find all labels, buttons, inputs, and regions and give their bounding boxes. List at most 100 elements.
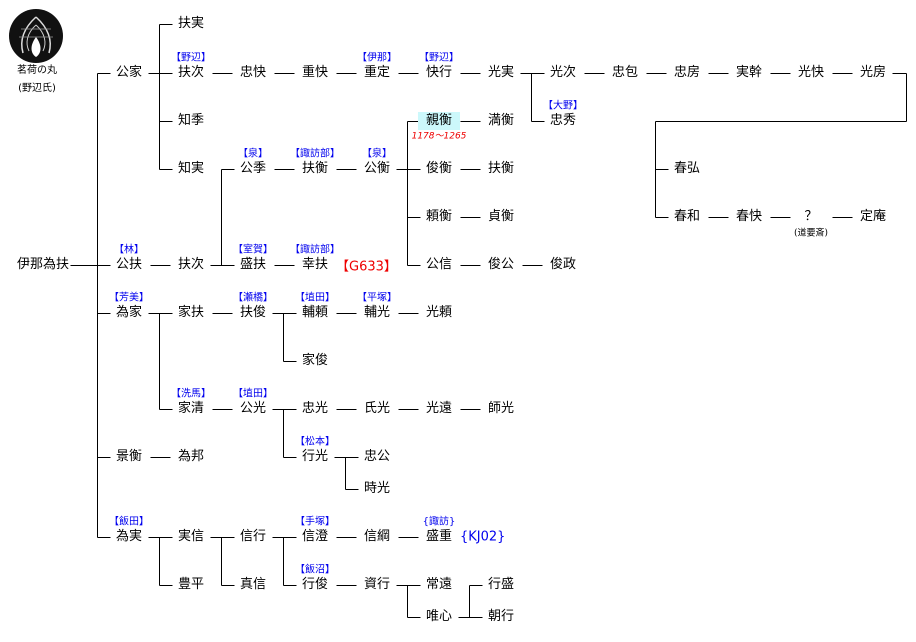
person-name: 師光	[487, 401, 515, 416]
person-name: 実信	[177, 529, 205, 544]
family-label: 【埴田】	[233, 388, 273, 400]
family-label: 【松本】	[295, 436, 335, 448]
person-name: 家扶	[177, 305, 205, 320]
person-name: 重快	[301, 65, 329, 80]
person-name: 定庵	[859, 209, 887, 224]
person-name: ？	[804, 209, 818, 224]
person-name: 忠公	[363, 449, 391, 464]
person-name: 家清	[177, 401, 205, 416]
person-name: 豊平	[177, 577, 205, 592]
person-name: 忠秀	[549, 113, 577, 128]
person-name: 知季	[177, 113, 205, 128]
person-name: 行光	[301, 449, 329, 464]
family-label: 【飯沼】	[295, 564, 335, 576]
person-name: 氏光	[363, 401, 391, 416]
person-name: 真信	[239, 577, 267, 592]
person-name: 輔光	[363, 305, 391, 320]
person-name: 忠房	[673, 65, 701, 80]
person-name: 快行	[425, 65, 453, 80]
myoga-crest-icon	[9, 9, 63, 63]
person-name: 唯心	[425, 609, 453, 624]
family-label: 【大野】	[543, 100, 583, 112]
family-label: 【芳美】	[109, 292, 149, 304]
person-name: 為家	[115, 305, 143, 320]
person-name: 実幹	[735, 65, 763, 80]
person-name: 朝行	[487, 609, 515, 624]
person-name: 信澄	[301, 529, 329, 544]
person-name: 資行	[363, 577, 391, 592]
person-name: 信綱	[363, 529, 391, 544]
person-name: 春和	[673, 209, 701, 224]
family-label: 【平塚】	[357, 292, 397, 304]
person-name: 公衡	[363, 161, 391, 176]
person-name: 光快	[797, 65, 825, 80]
family-label: 【飯田】	[109, 516, 149, 528]
person-name: 光房	[859, 65, 887, 80]
person-name: 時光	[363, 481, 391, 496]
person-name: 扶実	[177, 16, 205, 31]
person-name: 公信	[425, 257, 453, 272]
person-name: 扶次	[177, 65, 205, 80]
person-name: 景衡	[115, 449, 143, 464]
alias-note: (道要斎)	[793, 228, 829, 239]
family-label: 【伊那】	[357, 52, 397, 64]
person-name: 光次	[549, 65, 577, 80]
family-label: 【野辺】	[171, 52, 211, 64]
person-name: 光遠	[425, 401, 453, 416]
person-name: 親衡	[417, 112, 461, 130]
family-label: 【室賀】	[233, 244, 273, 256]
person-name: 光実	[487, 65, 515, 80]
person-name: 扶衡	[487, 161, 515, 176]
crest-name: 茗荷の丸	[17, 65, 57, 76]
person-name: 俊衡	[425, 161, 453, 176]
family-label: 【諏訪部】	[290, 148, 340, 160]
lifespan-note: 1178～1265	[411, 131, 467, 142]
family-label: 【手塚】	[295, 516, 335, 528]
person-name: 扶衡	[301, 161, 329, 176]
family-label: {諏訪}	[422, 516, 456, 528]
person-name: 公扶	[115, 257, 143, 272]
person-name: 重定	[363, 65, 391, 80]
family-label: 【林】	[114, 244, 144, 256]
person-name: 盛扶	[239, 257, 267, 272]
reference-code: 【G633】	[336, 259, 397, 275]
family-label: 【瀬橋】	[233, 292, 273, 304]
person-name: 忠快	[239, 65, 267, 80]
person-name: 行盛	[487, 577, 515, 592]
person-name: 知実	[177, 161, 205, 176]
reference-code: {KJ02}	[460, 529, 506, 545]
person-name: 貞衡	[487, 209, 515, 224]
person-name: 信行	[239, 529, 267, 544]
person-name: 家俊	[301, 353, 329, 368]
person-name: 伊那為扶	[16, 257, 70, 272]
person-name: 俊政	[549, 257, 577, 272]
family-label: 【泉】	[362, 148, 392, 160]
family-label: 【諏訪部】	[290, 244, 340, 256]
person-name: 公季	[239, 161, 267, 176]
person-name: 俊公	[487, 257, 515, 272]
crest-clan: (野辺氏)	[18, 83, 56, 94]
person-name: 為実	[115, 529, 143, 544]
family-label: 【泉】	[238, 148, 268, 160]
person-name: 輔頼	[301, 305, 329, 320]
person-name: 為邦	[177, 449, 205, 464]
family-label: 【洗馬】	[171, 388, 211, 400]
person-name: 頼衡	[425, 209, 453, 224]
person-name: 盛重	[425, 529, 453, 544]
person-name: 春快	[735, 209, 763, 224]
person-name: 忠光	[301, 401, 329, 416]
person-name: 行俊	[301, 577, 329, 592]
person-name: 満衡	[487, 113, 515, 128]
person-name: 扶次	[177, 257, 205, 272]
person-name: 幸扶	[301, 257, 329, 272]
person-name: 扶俊	[239, 305, 267, 320]
person-name: 春弘	[673, 161, 701, 176]
family-label: 【野辺】	[419, 52, 459, 64]
person-name: 常遠	[425, 577, 453, 592]
person-name: 公光	[239, 401, 267, 416]
person-name: 公家	[115, 65, 143, 80]
person-name: 忠包	[611, 65, 639, 80]
person-name: 光頼	[425, 305, 453, 320]
